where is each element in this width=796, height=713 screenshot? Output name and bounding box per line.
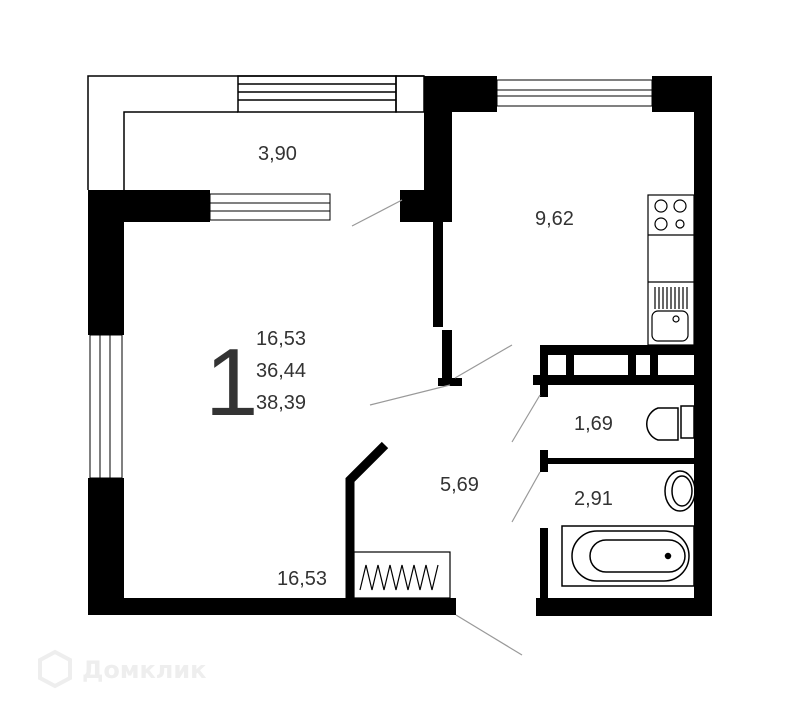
- bathtub-icon: [561, 525, 695, 587]
- house-logo-icon: [38, 649, 72, 689]
- total-area: 38,39: [256, 392, 306, 414]
- toilet-icon: [646, 407, 679, 441]
- room-area-living-room: 16,53: [277, 568, 327, 590]
- living-space: 36,44: [256, 360, 306, 382]
- kitchen-counter: [647, 194, 695, 346]
- room-area-kitchen: 9,62: [535, 208, 574, 230]
- sanitary-fixtures: [561, 405, 696, 587]
- washbasin-icon: [664, 470, 696, 512]
- room-area-bathroom: 2,91: [574, 488, 613, 510]
- windows: [89, 79, 653, 479]
- room-area-hallway: 5,69: [440, 474, 479, 496]
- room-area-balcony: 3,90: [258, 143, 297, 165]
- rooms-count: 1: [205, 329, 258, 436]
- room-area-toilet: 1,69: [574, 413, 613, 435]
- sink-icon: [651, 310, 689, 342]
- svg-text:Домклик: Домклик: [82, 656, 206, 684]
- partition-wall: [345, 441, 389, 598]
- living-area: 16,53: [256, 328, 306, 350]
- watermark-logo: Домклик: [38, 649, 206, 689]
- balcony-outline: [87, 75, 425, 190]
- walls: [88, 76, 712, 616]
- stove-burner-icon: [654, 199, 668, 213]
- radiator: [353, 551, 451, 599]
- door-swings: [351, 199, 541, 656]
